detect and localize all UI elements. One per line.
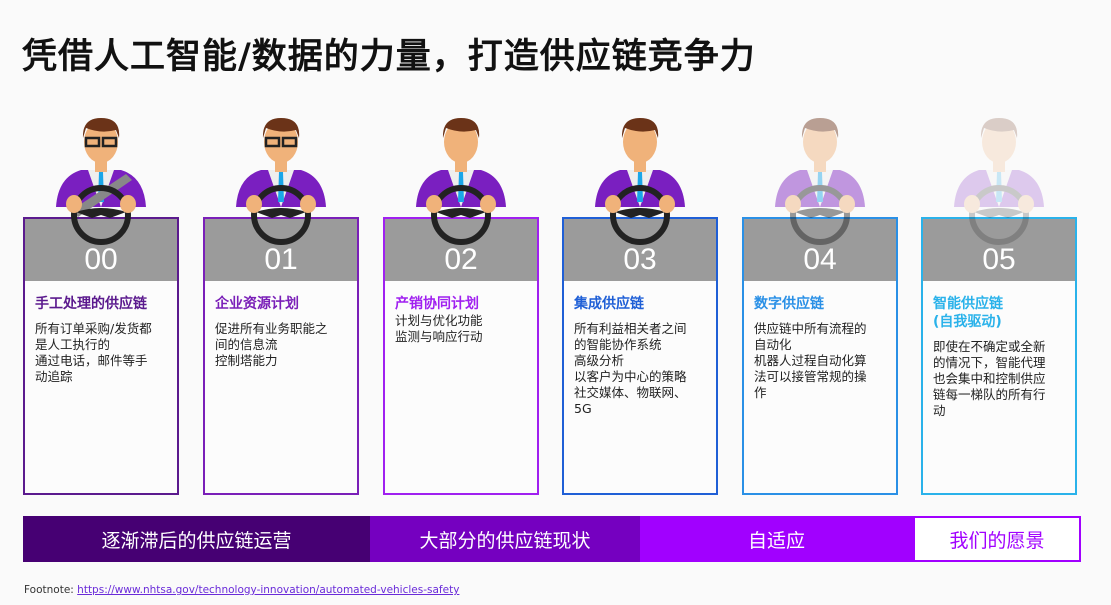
stage-number: 00: [84, 243, 118, 276]
stage-card-05: 05 智能供应链 (自我驱动) 即使在不确定或全新 的情况下，智能代理 也会集中…: [921, 217, 1077, 495]
stage-card-00: 00 手工处理的供应链 所有订单采购/发货都 是人工执行的 通过电话，邮件等手 …: [23, 217, 179, 495]
stage-card-02: 02 产销协同计划 计划与优化功能 监测与响应行动: [383, 217, 539, 495]
stage-card-01: 01 企业资源计划 促进所有业务职能之 间的信息流 控制塔能力: [203, 217, 359, 495]
stage-title: 智能供应链 (自我驱动): [933, 296, 1003, 330]
stage-description: 所有利益相关者之间 的智能协作系统 高级分析 以客户为中心的策略 社交媒体、物联…: [574, 321, 687, 416]
driver-icon: [765, 112, 875, 252]
footnote-label: Footnote:: [24, 584, 74, 596]
stage-card-04: 04 数字供应链 供应链中所有流程的 自动化 机器人过程自动化算 法可以接管常规…: [742, 217, 898, 495]
stage-title: 手工处理的供应链: [35, 296, 147, 312]
stage-description: 计划与优化功能 监测与响应行动: [395, 313, 483, 344]
stage-card-03: 03 集成供应链 所有利益相关者之间 的智能协作系统 高级分析 以客户为中心的策…: [562, 217, 718, 495]
maturity-stage-2: 大部分的供应链现状: [370, 516, 640, 562]
driver-icon: [944, 112, 1054, 252]
card-header: 01: [205, 219, 357, 281]
stage-number: 01: [264, 243, 298, 276]
card-header: 02: [385, 219, 537, 281]
maturity-stage-1: 逐渐滞后的供应链运营: [23, 516, 370, 562]
driver-icon: [585, 112, 695, 252]
stage-description: 促进所有业务职能之 间的信息流 控制塔能力: [215, 321, 328, 368]
stage-title: 企业资源计划: [215, 296, 299, 312]
stage-description: 供应链中所有流程的 自动化 机器人过程自动化算 法可以接管常规的操 作: [754, 321, 867, 400]
page-title: 凭借人工智能/数据的力量，打造供应链竞争力: [22, 37, 756, 77]
stage-number: 05: [982, 243, 1016, 276]
driver-icon: [406, 112, 516, 252]
driver-icon: [226, 112, 336, 252]
card-header: 03: [564, 219, 716, 281]
stage-number: 04: [803, 243, 837, 276]
card-header: 00: [25, 219, 177, 281]
stage-title: 数字供应链: [754, 296, 824, 312]
footnote-link[interactable]: https://www.nhtsa.gov/technology-innovat…: [77, 584, 460, 596]
stage-number: 02: [444, 243, 478, 276]
card-header: 05: [923, 219, 1075, 281]
stage-description: 所有订单采购/发货都 是人工执行的 通过电话，邮件等手 动追踪: [35, 321, 152, 384]
stage-number: 03: [623, 243, 657, 276]
driver-icon: [46, 112, 156, 252]
maturity-stage-4: 我们的愿景: [913, 516, 1081, 562]
card-header: 04: [744, 219, 896, 281]
stage-title: 产销协同计划: [395, 296, 479, 312]
stage-description: 即使在不确定或全新 的情况下，智能代理 也会集中和控制供应 链每一梯队的所有行 …: [933, 339, 1046, 418]
footnote: Footnote: https://www.nhtsa.gov/technolo…: [24, 584, 459, 596]
stage-title: 集成供应链: [574, 296, 644, 312]
maturity-stage-3: 自适应: [640, 516, 913, 562]
